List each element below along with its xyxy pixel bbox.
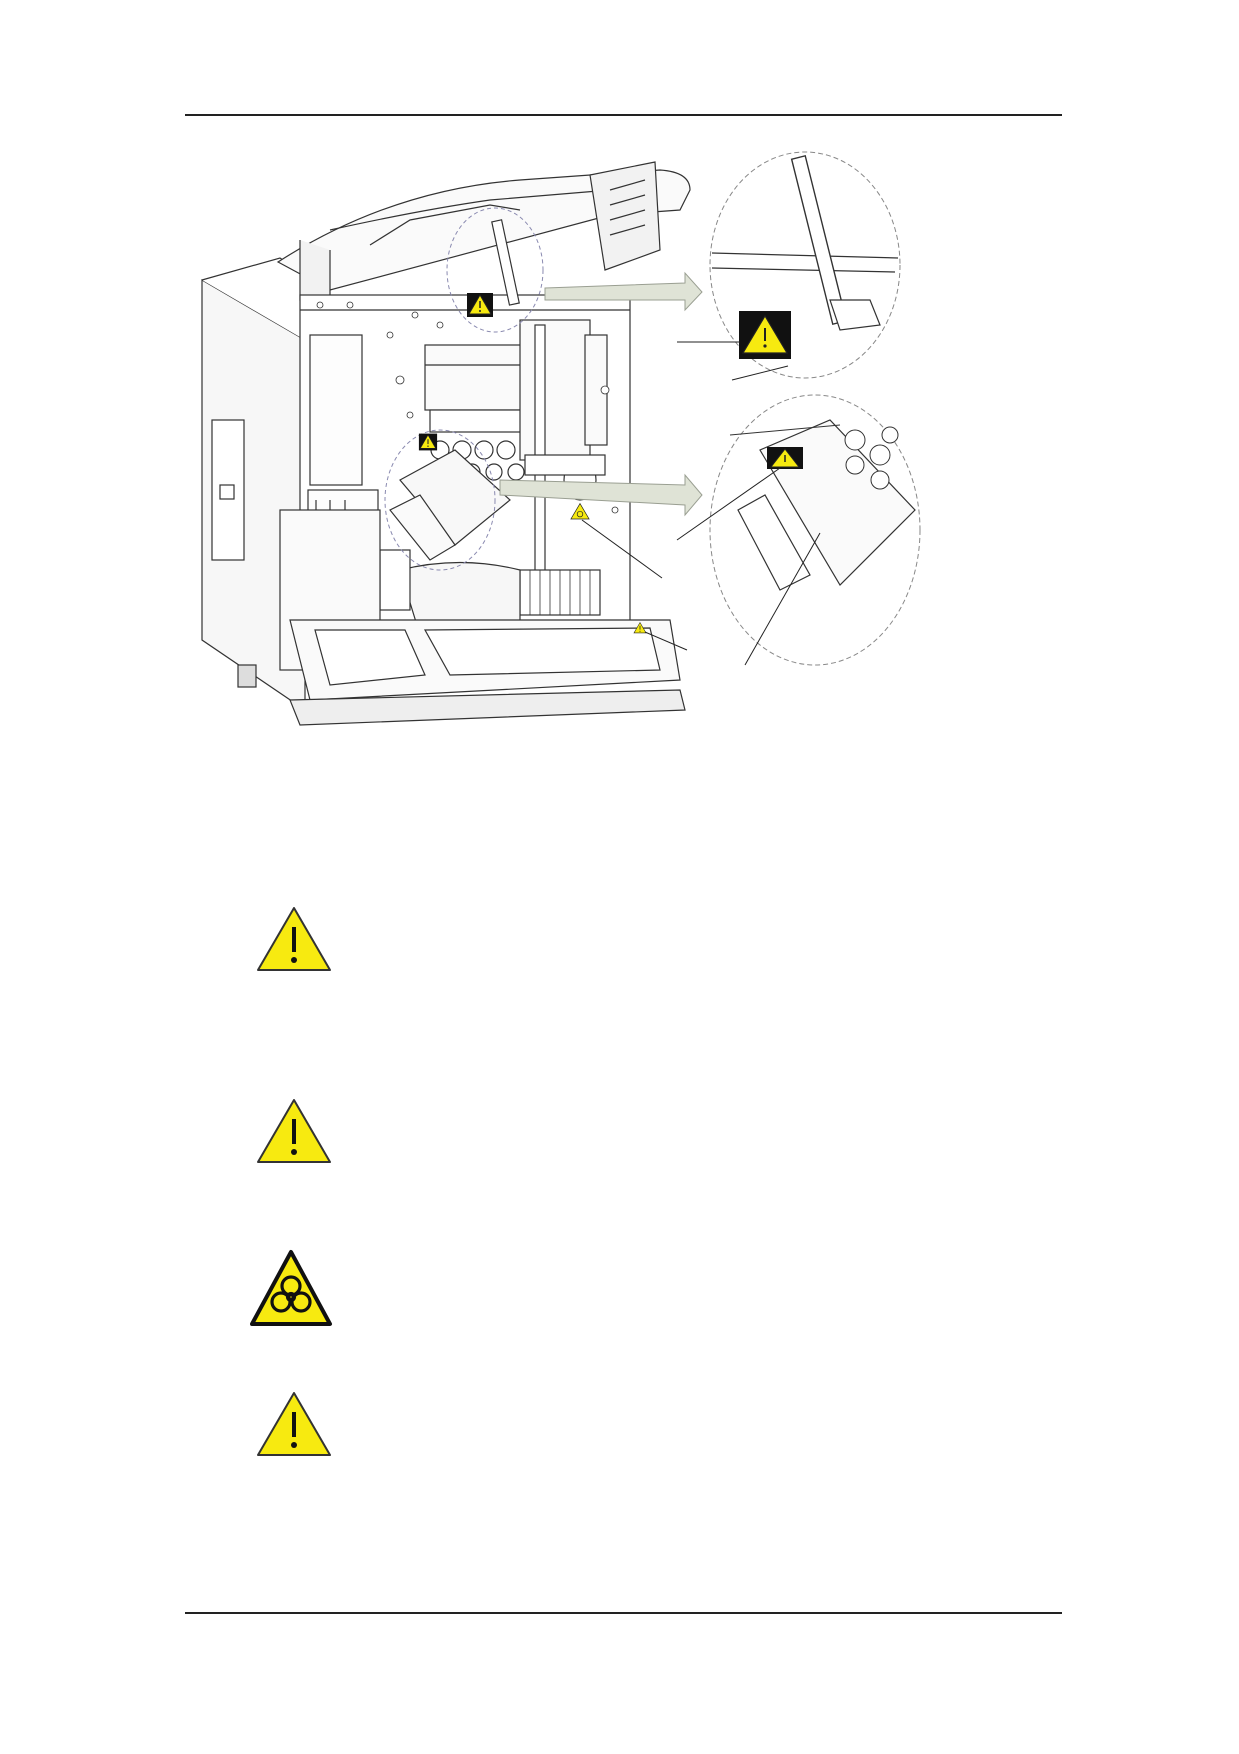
warning-triangle-icon <box>257 1099 331 1163</box>
warning-label-mid-small <box>418 433 438 451</box>
callout-ring-top <box>446 207 544 333</box>
header-rule <box>185 114 1062 116</box>
warning-triangle-icon <box>257 1392 331 1456</box>
callout-arrow-top <box>544 271 703 312</box>
footer-rule <box>185 1612 1062 1614</box>
biohazard-icon <box>250 1250 332 1326</box>
warning-label-zoom-top <box>739 311 791 359</box>
instrument-body <box>201 161 691 726</box>
warning-triangle-icon <box>257 907 331 971</box>
instrument-figure <box>201 151 921 726</box>
zoom-callout-mid <box>676 394 921 666</box>
biohazard-label-small <box>570 502 590 520</box>
callout-ring-mid <box>384 429 496 571</box>
warning-label-top-small <box>467 293 493 317</box>
callout-arrow-mid <box>499 473 703 517</box>
warning-label-zoom-mid <box>767 447 803 469</box>
zoom-callout-top <box>677 151 901 381</box>
